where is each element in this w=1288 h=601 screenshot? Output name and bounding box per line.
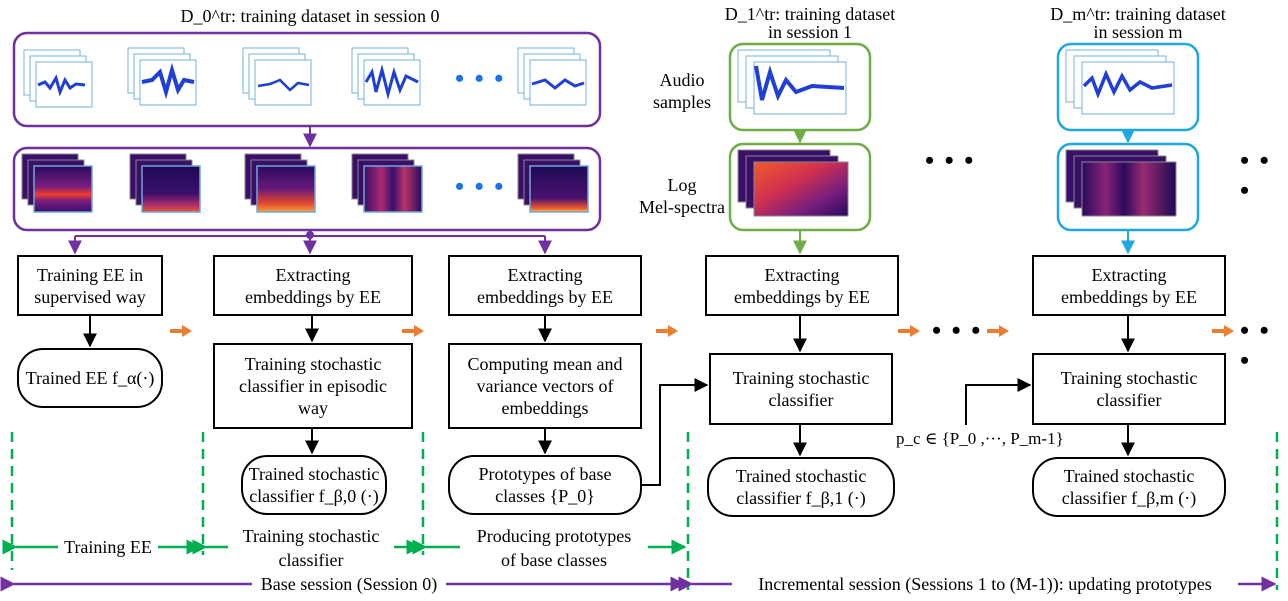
label-training-sc-line2: classifier: [278, 550, 344, 570]
mel-spectrogram-stack: [517, 153, 589, 213]
audio-label-line2: samples: [653, 92, 711, 112]
audio-label-line1: Audio: [659, 70, 705, 90]
mel-spectrogram-stack: [351, 153, 423, 213]
label-producing-line1: Producing prototypes: [476, 526, 632, 546]
mel-label-line2: Mel-spectra: [639, 197, 725, 217]
audio-sample-stack: [737, 49, 847, 115]
ellipsis-sessions-top: • • •: [925, 146, 976, 175]
ellipsis-sessions-flow: • • •: [932, 316, 983, 345]
mel-spectrogram-stack: [129, 153, 201, 213]
audio-sample-stack: [242, 47, 312, 106]
ellipsis-audio: • • •: [455, 64, 506, 93]
d1-title-line1: D_1^tr: training dataset: [724, 4, 896, 24]
mel-spectrogram-stack: [1065, 149, 1177, 217]
mel-label-line1: Log: [667, 175, 697, 195]
orange-flow-arrows: [170, 325, 1234, 337]
audio-sample-stack: [127, 47, 197, 106]
phase-separators: [10, 432, 1279, 590]
label-training-sc-line1: Training stochastic: [242, 526, 380, 546]
audio-sample-stack: [351, 47, 421, 106]
label-incremental-session: Incremental session (Sessions 1 to (M-1)…: [758, 574, 1212, 594]
label-producing-line2: of base classes: [501, 550, 607, 570]
audio-sample-stack: [517, 47, 587, 106]
ellipsis-right-flow: • • •: [1240, 316, 1271, 375]
pc-set-label: p_c ∈ {P_0 ,···, P_m-1}: [896, 429, 1064, 448]
label-training-ee: Training EE: [64, 537, 152, 557]
mel-spectrogram-stack: [737, 149, 849, 217]
label-base-session: Base session (Session 0): [260, 574, 438, 594]
audio-sample-stack: [23, 49, 93, 108]
box-trained-ee: Trained EE f_α(·): [17, 348, 163, 408]
ellipsis-mel: • • •: [455, 172, 506, 201]
mel-spectrogram-stack: [244, 153, 316, 213]
dm-title-line2: in session m: [1093, 22, 1183, 42]
d1-title-line2: in session 1: [767, 22, 852, 42]
d0-title: D_0^tr: training dataset in session 0: [180, 6, 440, 26]
audio-sample-stack: [1065, 49, 1175, 115]
ellipsis-right-top: • • •: [1240, 146, 1271, 205]
dm-title-line1: D_m^tr: training dataset: [1050, 4, 1226, 24]
mel-spectrogram-stack: [21, 153, 93, 213]
